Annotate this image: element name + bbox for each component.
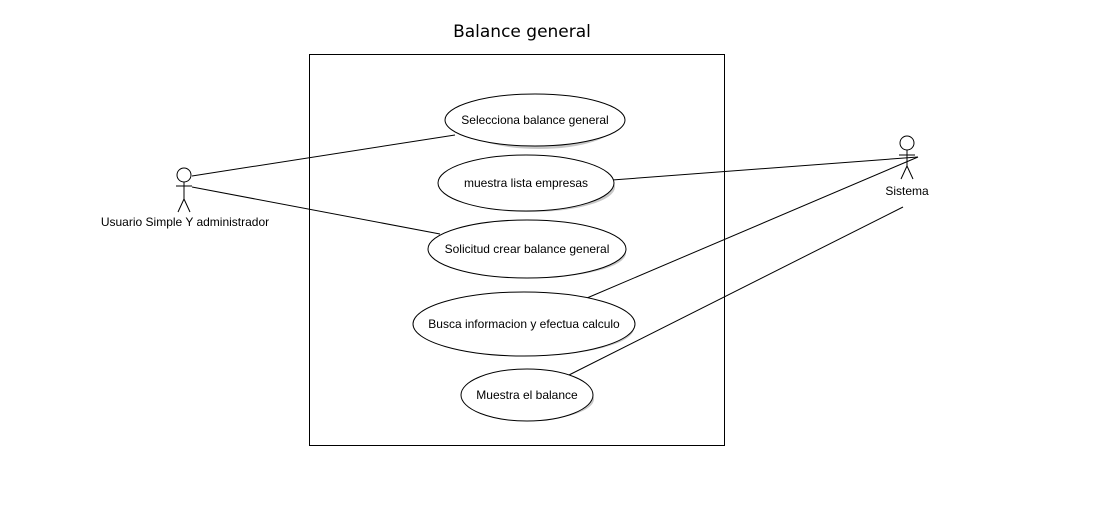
association-usuario-uc3 [191,186,441,235]
use-case-muestra-lista-empresas[interactable]: muestra lista empresas [437,154,615,212]
use-case-ellipse [444,93,626,147]
use-case-busca-informacion[interactable]: Busca informacion y efectua calculo [412,291,636,357]
association-usuario-uc1 [191,134,456,177]
association-sistema-uc5 [566,206,904,377]
association-sistema-uc4 [586,156,919,299]
use-case-ellipse [460,368,594,422]
use-case-solicitud-crear-balance[interactable]: Solicitud crear balance general [427,219,627,279]
use-case-muestra-balance[interactable]: Muestra el balance [460,368,594,422]
actor-sistema[interactable]: Sistema [885,135,929,198]
use-case-label: Selecciona balance general [461,113,608,127]
use-case-label: muestra lista empresas [464,176,588,190]
use-case-label: Muestra el balance [476,388,578,402]
diagram-title: Balance general [453,22,591,42]
use-case-label: Solicitud crear balance general [445,242,610,256]
system-boundary [309,54,725,446]
use-case-selecciona-balance[interactable]: Selecciona balance general [444,93,626,149]
actor-usuario[interactable]: Usuario Simple Y administrador [101,167,269,229]
stick-figure-icon [899,135,915,180]
actor-label: Sistema [885,184,929,198]
use-case-ellipse [437,154,615,212]
associations [191,134,919,377]
use-case-label: Busca informacion y efectua calculo [428,317,620,331]
use-case-ellipse [427,219,627,279]
actor-label: Usuario Simple Y administrador [101,215,269,229]
use-case-ellipse [412,291,636,357]
stick-figure-icon [176,167,192,213]
association-sistema-uc2 [611,156,919,181]
